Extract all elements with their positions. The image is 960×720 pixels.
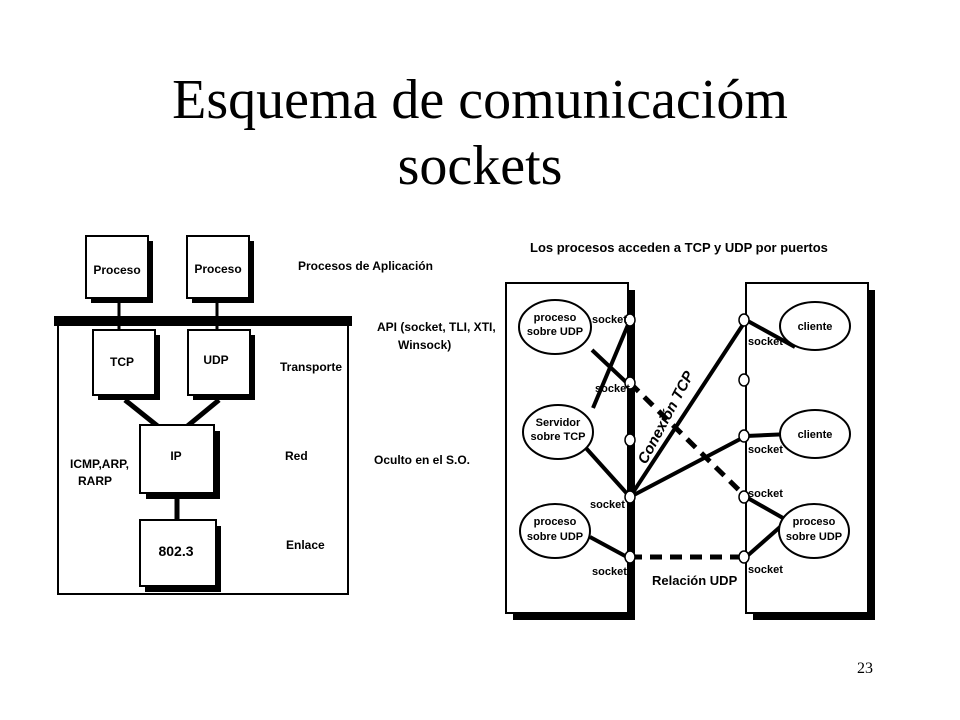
api-bar xyxy=(54,316,352,326)
udp-label: UDP xyxy=(203,353,228,367)
socket-port xyxy=(624,433,636,447)
servidor-socket-link xyxy=(583,445,632,499)
socket-port xyxy=(738,490,750,504)
socket-port xyxy=(738,313,750,327)
enlace-label: Enlace xyxy=(286,538,325,552)
icmp-label-line-1: ICMP,ARP, xyxy=(70,457,129,471)
procesos-aplicacion-label: Procesos de Aplicación xyxy=(298,259,433,273)
p4-label-line-1: proceso xyxy=(793,516,836,528)
ip-box xyxy=(139,424,215,494)
icmp-label-line-2: RARP xyxy=(78,474,112,488)
slide-title-line-1: Esquema de comunicacióm xyxy=(172,69,788,131)
ip-label: IP xyxy=(170,449,181,463)
cliente1-label: cliente xyxy=(798,321,833,333)
socket-port xyxy=(624,490,636,504)
cliente-2-node xyxy=(779,409,851,459)
red-label: Red xyxy=(285,449,308,463)
udp-to-ip-link xyxy=(183,398,221,430)
p3-socket-link xyxy=(589,535,628,559)
relacion-udp-label: Relación UDP xyxy=(652,573,738,588)
socket-label: socket xyxy=(748,444,783,456)
proceso-udp-1-node xyxy=(518,299,592,355)
eth-label: 802.3 xyxy=(158,543,193,559)
proceso-2-label: Proceso xyxy=(194,262,241,276)
serv-label-line-2: sobre TCP xyxy=(530,431,585,443)
p4-label-line-2: sobre UDP xyxy=(786,531,842,543)
conexion-tcp-label: Conexión TCP xyxy=(635,368,699,467)
udp-dashed-cross xyxy=(628,381,748,499)
proceso-1-box xyxy=(85,235,149,299)
tcp-label: TCP xyxy=(110,355,134,369)
right-heading: Los procesos acceden a TCP y UDP por pue… xyxy=(530,240,828,255)
p3-label-line-1: proceso xyxy=(534,516,577,528)
serv-label-line-1: Servidor xyxy=(536,417,581,429)
socket-port xyxy=(738,373,750,387)
socket-port xyxy=(738,550,750,564)
cliente-1-node xyxy=(779,301,851,351)
api-label-line-2: Winsock) xyxy=(398,338,451,352)
socket-port xyxy=(738,429,750,443)
right-socket-diagram: Los procesos acceden a TCP y UDP por pue… xyxy=(505,240,875,620)
page-number: 23 xyxy=(857,660,873,677)
tcp-connection-2 xyxy=(629,434,747,499)
p1-label-line-2: sobre UDP xyxy=(527,326,583,338)
socket-port xyxy=(624,313,636,327)
tcp-box xyxy=(92,329,156,396)
tcp-connection-1 xyxy=(628,318,748,499)
oculto-label: Oculto en el S.O. xyxy=(374,453,470,467)
api-label-line-1: API (socket, TLI, XTI, xyxy=(377,320,496,334)
left-protocol-stack-diagram: Proceso Proceso Procesos de Aplicación A… xyxy=(54,235,496,595)
socket-port xyxy=(624,376,636,390)
slide-title-line-2: sockets xyxy=(397,135,563,197)
cliente1-link xyxy=(745,318,796,349)
eth-box xyxy=(139,519,217,587)
socket-label: socket xyxy=(590,499,625,511)
tcp-to-ip-link xyxy=(123,398,162,430)
socket-label: socket xyxy=(748,564,783,576)
p3-label-line-2: sobre UDP xyxy=(527,531,583,543)
socket-label: socket xyxy=(592,566,627,578)
proceso-udp-4-node xyxy=(778,503,850,559)
proceso-1-label: Proceso xyxy=(93,263,140,277)
socket-label: socket xyxy=(748,336,783,348)
socket-label: socket xyxy=(595,383,630,395)
proceso-2-box xyxy=(186,235,250,299)
socket-port xyxy=(624,550,636,564)
servidor-tcp-node xyxy=(522,404,594,460)
proceso-udp-3-node xyxy=(519,503,591,559)
cliente2-label: cliente xyxy=(798,429,833,441)
udp-box xyxy=(187,329,251,396)
transporte-label: Transporte xyxy=(280,360,342,374)
socket-label: socket xyxy=(748,488,783,500)
socket-label: socket xyxy=(592,314,627,326)
p1-tcp-line xyxy=(591,319,632,409)
p1-label-line-1: proceso xyxy=(534,312,577,324)
p1-socket-link xyxy=(590,348,629,385)
